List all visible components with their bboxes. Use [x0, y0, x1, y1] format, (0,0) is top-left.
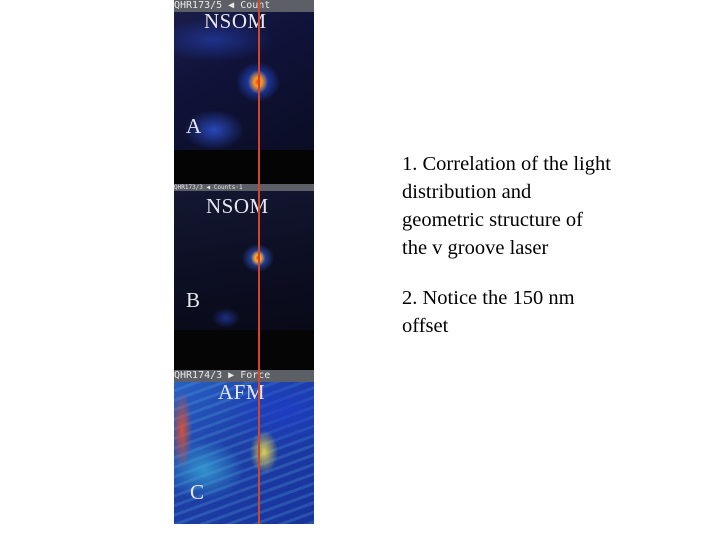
- nsom-panel-a: QHR173/5 ◀ Count NSOM A: [174, 0, 314, 150]
- notes-block: 1. Correlation of the light distribution…: [402, 150, 632, 340]
- alignment-marker-line: [258, 0, 260, 524]
- microscopy-image-strip: QHR173/5 ◀ Count NSOM A QHR173/3 ◀ Count…: [174, 0, 314, 524]
- separator-band: [174, 150, 314, 184]
- nsom-panel-b: QHR173/3 ◀ Counts·1 NSOM B: [174, 184, 314, 330]
- panel-a-title: NSOM: [204, 9, 267, 33]
- panel-b-title: NSOM: [206, 194, 269, 218]
- panel-c-letter: C: [190, 480, 205, 504]
- note-correlation: 1. Correlation of the light distribution…: [402, 153, 611, 259]
- panel-a-letter: A: [186, 114, 202, 138]
- panel-b-header: QHR173/3 ◀ Counts·1: [174, 184, 314, 191]
- panel-c-header: QHR174/3 ▶ Force: [174, 370, 314, 382]
- panel-c-title: AFM: [218, 380, 266, 404]
- separator-band: [174, 330, 314, 370]
- panel-b-letter: B: [186, 288, 201, 312]
- afm-panel-c: QHR174/3 ▶ Force AFM C: [174, 370, 314, 524]
- panel-a-header: QHR173/5 ◀ Count: [174, 0, 314, 12]
- note-offset: 2. Notice the 150 nm offset: [402, 287, 575, 337]
